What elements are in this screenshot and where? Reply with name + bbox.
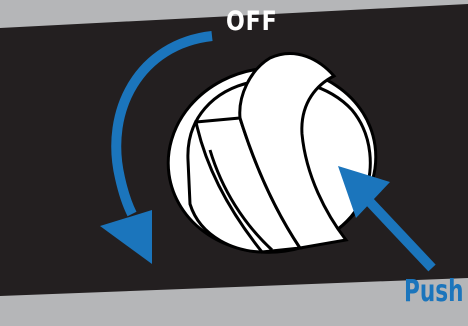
push-arrow-icon (338, 166, 436, 272)
knob-edge-line (208, 149, 274, 252)
push-label: Push (404, 274, 464, 309)
stove-knob[interactable] (156, 52, 388, 265)
knob-grip-ridge (238, 52, 349, 250)
curved-arrow-icon (100, 31, 213, 264)
off-label: OFF (226, 6, 278, 37)
